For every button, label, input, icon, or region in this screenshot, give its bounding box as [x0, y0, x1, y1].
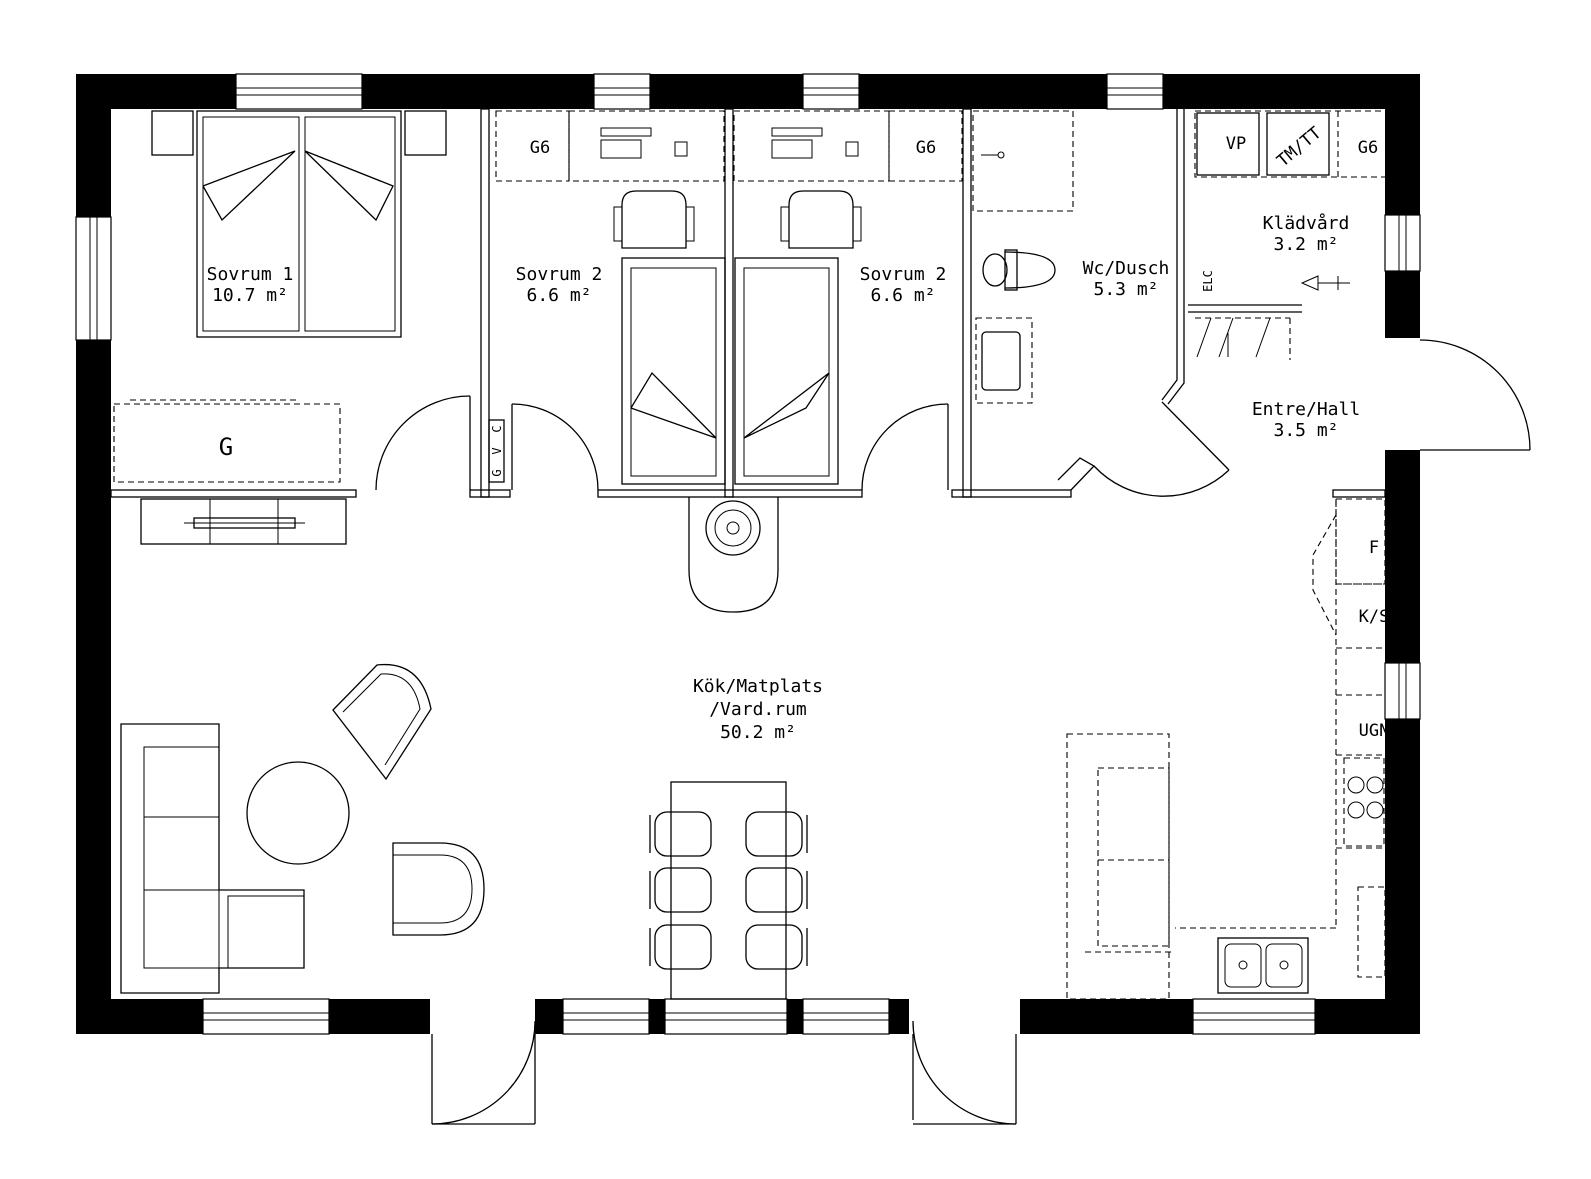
- label-kyl: F: [1369, 538, 1379, 558]
- room-name-wc: Wc/Dusch: [1083, 258, 1170, 279]
- room-area-entre: 3.5 m²: [1273, 420, 1338, 441]
- door-swings: [375, 339, 1531, 1125]
- label-vp: VP: [1226, 134, 1246, 154]
- double-bed: [151, 110, 447, 338]
- room-area-sovrum2a: 6.6 m²: [526, 285, 591, 306]
- laundry-fixtures: [1194, 110, 1392, 360]
- label-gvc-v: V: [490, 447, 504, 454]
- room-labels: Sovrum 1 10.7 m² Sovrum 2 6.6 m² Sovrum …: [207, 213, 1361, 743]
- room-name-sovrum2a: Sovrum 2: [516, 264, 603, 285]
- bottom-windows: [202, 998, 1316, 1035]
- room-area-kladvard: 3.2 m²: [1273, 234, 1338, 255]
- tv-bench: [140, 498, 347, 545]
- room-area-sovrum1: 10.7 m²: [212, 285, 288, 306]
- room-name-kladvard: Klädvård: [1263, 213, 1350, 234]
- room-name-entre: Entre/Hall: [1252, 399, 1360, 420]
- label-tmtt: TM/TT: [1273, 123, 1325, 171]
- label-elc: ELC: [1201, 270, 1215, 292]
- dining-table: [649, 781, 808, 1000]
- sofa: [120, 723, 305, 994]
- wardrobe-sovrum1: [113, 399, 341, 483]
- room-area-kok: 50.2 m²: [720, 722, 796, 743]
- kitchen-island: [1066, 733, 1175, 1000]
- fixture-labels: G6 G6 G6 VP TM/TT ELC G G V C F K/S UGN: [219, 123, 1390, 741]
- room-name-sovrum2b: Sovrum 2: [860, 264, 947, 285]
- label-g6-a: G6: [530, 138, 550, 158]
- sovrum2a-furniture: [495, 110, 726, 485]
- label-g6-b: G6: [916, 138, 936, 158]
- bathroom-fixtures: [972, 110, 1074, 404]
- interior-walls: [110, 108, 1386, 498]
- fireplace: [688, 497, 779, 613]
- room-name-kok-1: Kök/Matplats: [693, 676, 823, 697]
- armchairs: [332, 663, 485, 936]
- label-gvc-g: G: [490, 469, 504, 476]
- label-ugn: UGN: [1359, 721, 1390, 741]
- label-gvc-c: C: [490, 425, 504, 432]
- room-area-sovrum2b: 6.6 m²: [870, 285, 935, 306]
- gvc-cabinet: [488, 419, 505, 483]
- label-ks: K/S: [1359, 607, 1390, 627]
- coffee-table: [246, 761, 350, 865]
- room-area-wc: 5.3 m²: [1093, 279, 1158, 300]
- label-g6-c: G6: [1358, 138, 1378, 158]
- label-garderob: G: [219, 433, 233, 461]
- sovrum2b-furniture: [733, 110, 963, 485]
- kitchen-counters: [1175, 498, 1386, 994]
- room-name-sovrum1: Sovrum 1: [207, 264, 294, 285]
- room-name-kok-2: /Vard.rum: [709, 699, 807, 720]
- top-windows: [235, 73, 1164, 110]
- side-windows: [75, 214, 1421, 720]
